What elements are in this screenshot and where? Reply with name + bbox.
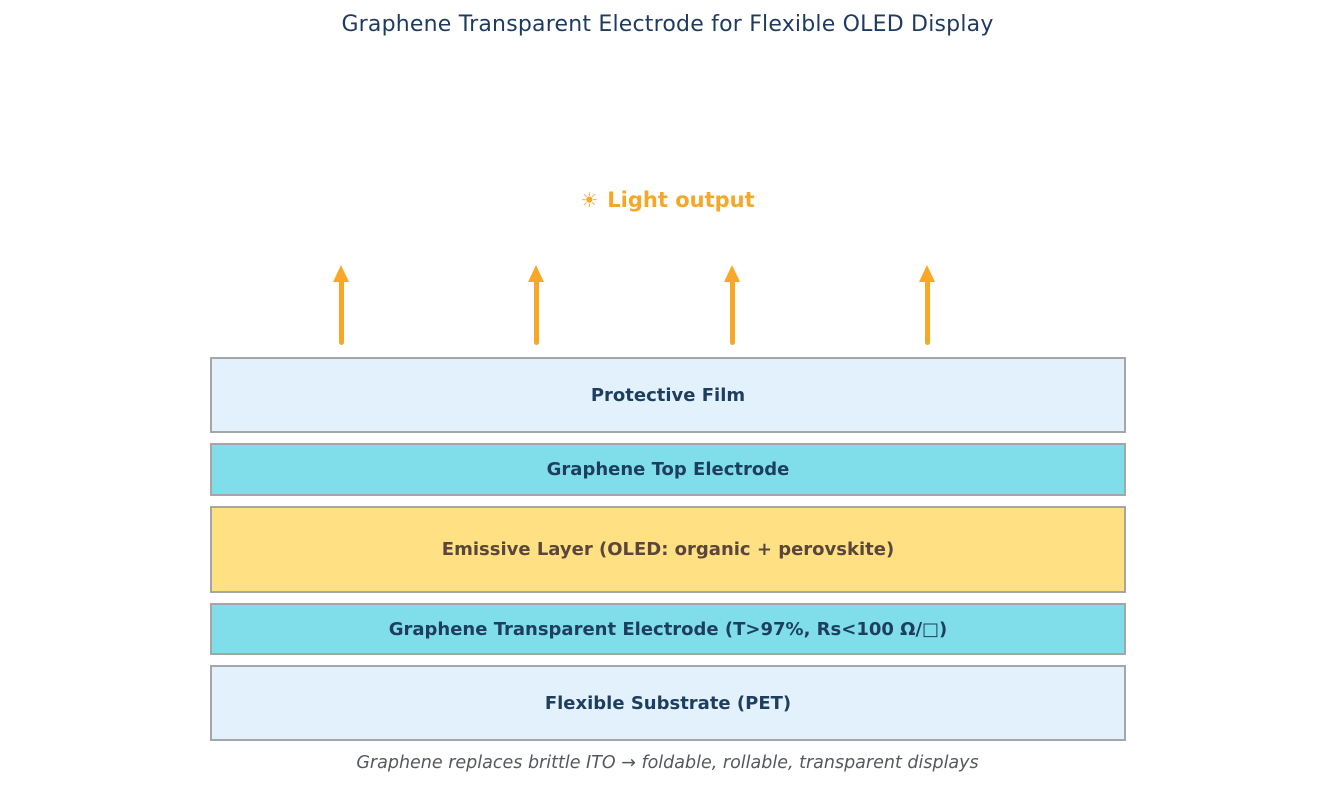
- layer-flexible-substrate: Flexible Substrate (PET): [210, 665, 1126, 741]
- layer-label: Graphene Transparent Electrode (T>97%, R…: [388, 618, 948, 640]
- up-arrow-icon: [333, 265, 350, 345]
- layer-protective-film: Protective Film: [210, 357, 1126, 433]
- light-output-text: Light output: [607, 188, 755, 212]
- light-output-label: ☀ Light output: [0, 188, 1335, 212]
- diagram-caption: Graphene replaces brittle ITO → foldable…: [356, 753, 979, 773]
- up-arrow-icon: [528, 265, 545, 345]
- layer-label: Protective Film: [590, 384, 746, 406]
- layer-label: Flexible Substrate (PET): [544, 692, 792, 714]
- layer-graphene-transparent-electrode: Graphene Transparent Electrode (T>97%, R…: [210, 603, 1126, 655]
- layer-label: Graphene Top Electrode: [546, 459, 790, 480]
- up-arrow-icon: [724, 265, 741, 345]
- layer-label: Emissive Layer (OLED: organic + perovski…: [441, 539, 895, 560]
- layer-emissive-layer: Emissive Layer (OLED: organic + perovski…: [210, 506, 1126, 593]
- sun-icon: ☀: [580, 188, 599, 212]
- diagram-title: Graphene Transparent Electrode for Flexi…: [341, 12, 994, 37]
- layer-graphene-top-electrode: Graphene Top Electrode: [210, 443, 1126, 496]
- up-arrow-icon: [919, 265, 936, 345]
